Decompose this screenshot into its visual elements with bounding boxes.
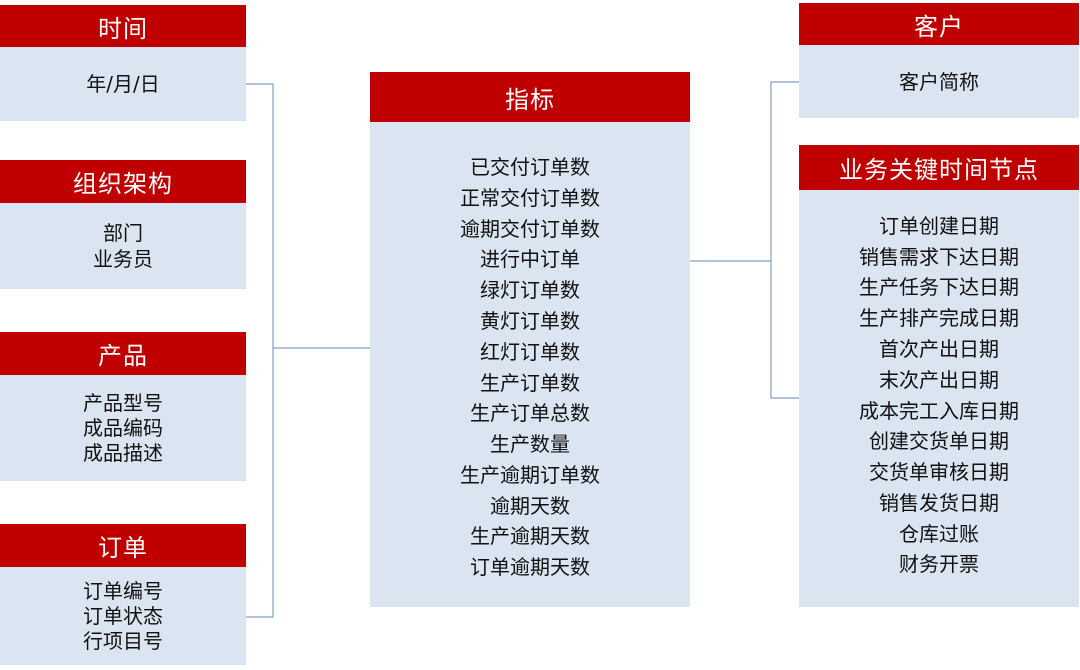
order-group-title: 订单 <box>98 534 148 562</box>
metric-item: 正常交付订单数 <box>460 185 600 210</box>
customer-group-header: 客户 <box>799 3 1079 45</box>
dimension-item: 业务员 <box>93 247 153 271</box>
customer-group-body: 客户简称 <box>799 45 1079 118</box>
metric-item: 进行中订单 <box>480 247 580 272</box>
milestone-item: 生产排产完成日期 <box>859 306 1019 331</box>
dimension-item: 订单状态 <box>83 603 163 628</box>
milestone-item: 交货单审核日期 <box>869 460 1009 485</box>
org-group: 组织架构 部门 业务员 <box>0 160 246 289</box>
metric-item: 生产数量 <box>490 432 570 457</box>
metric-item: 生产逾期天数 <box>470 524 590 549</box>
metrics-group-title: 指标 <box>505 85 555 114</box>
metric-item: 订单逾期天数 <box>470 555 590 580</box>
org-group-body: 部门 业务员 <box>0 203 246 289</box>
dimension-item: 部门 <box>103 221 143 245</box>
milestone-item: 首次产出日期 <box>879 336 999 361</box>
metric-item: 红灯订单数 <box>480 339 580 364</box>
metric-item: 逾期交付订单数 <box>460 216 600 241</box>
dimension-item: 行项目号 <box>83 628 163 653</box>
milestone-item: 财务开票 <box>899 552 979 577</box>
order-group-header: 订单 <box>0 524 246 567</box>
dimension-item: 产品型号 <box>83 390 163 415</box>
milestone-item: 成本完工入库日期 <box>859 398 1019 423</box>
metric-item: 已交付订单数 <box>470 154 590 179</box>
milestones-group-body: 订单创建日期 销售需求下达日期 生产任务下达日期 生产排产完成日期 首次产出日期… <box>799 190 1079 607</box>
customer-group-title: 客户 <box>914 12 964 41</box>
metric-item: 生产逾期订单数 <box>460 462 600 487</box>
metric-item: 黄灯订单数 <box>480 308 580 333</box>
metric-item: 逾期天数 <box>490 493 570 518</box>
dimension-item: 订单编号 <box>83 578 163 603</box>
metrics-group-body: 已交付订单数 正常交付订单数 逾期交付订单数 进行中订单 绿灯订单数 黄灯订单数… <box>370 122 690 607</box>
dimension-item: 成品编码 <box>83 415 163 440</box>
product-group-title: 产品 <box>98 342 148 370</box>
customer-group: 客户 客户简称 <box>799 3 1079 118</box>
dimension-item: 成品描述 <box>83 440 163 465</box>
time-group-body: 年/月/日 <box>0 47 246 121</box>
dimension-item: 客户简称 <box>899 69 979 94</box>
milestone-item: 销售需求下达日期 <box>859 244 1019 269</box>
org-group-title: 组织架构 <box>73 170 173 198</box>
milestones-group: 业务关键时间节点 订单创建日期 销售需求下达日期 生产任务下达日期 生产排产完成… <box>799 145 1079 607</box>
org-group-header: 组织架构 <box>0 160 246 203</box>
left-bracket-line <box>246 83 274 618</box>
product-group: 产品 产品型号 成品编码 成品描述 <box>0 332 246 481</box>
right-bracket-line <box>770 81 799 399</box>
product-group-header: 产品 <box>0 332 246 375</box>
metric-item: 生产订单数 <box>480 370 580 395</box>
milestone-item: 创建交货单日期 <box>869 429 1009 454</box>
milestone-item: 销售发货日期 <box>879 490 999 515</box>
milestones-group-title: 业务关键时间节点 <box>839 156 1039 184</box>
metric-item: 绿灯订单数 <box>480 278 580 303</box>
time-group-title: 时间 <box>98 14 148 43</box>
milestone-item: 生产任务下达日期 <box>859 275 1019 300</box>
milestone-item: 末次产出日期 <box>879 367 999 392</box>
time-group: 时间 年/月/日 <box>0 5 246 121</box>
metric-item: 生产订单总数 <box>470 401 590 426</box>
metrics-group-header: 指标 <box>370 72 690 122</box>
milestone-item: 订单创建日期 <box>879 213 999 238</box>
milestones-group-header: 业务关键时间节点 <box>799 145 1079 190</box>
time-group-header: 时间 <box>0 5 246 47</box>
milestone-item: 仓库过账 <box>899 521 979 546</box>
order-group: 订单 订单编号 订单状态 行项目号 <box>0 524 246 665</box>
order-group-body: 订单编号 订单状态 行项目号 <box>0 567 246 665</box>
metrics-group: 指标 已交付订单数 正常交付订单数 逾期交付订单数 进行中订单 绿灯订单数 黄灯… <box>370 72 690 607</box>
product-group-body: 产品型号 成品编码 成品描述 <box>0 375 246 481</box>
dimension-item: 年/月/日 <box>86 72 160 96</box>
